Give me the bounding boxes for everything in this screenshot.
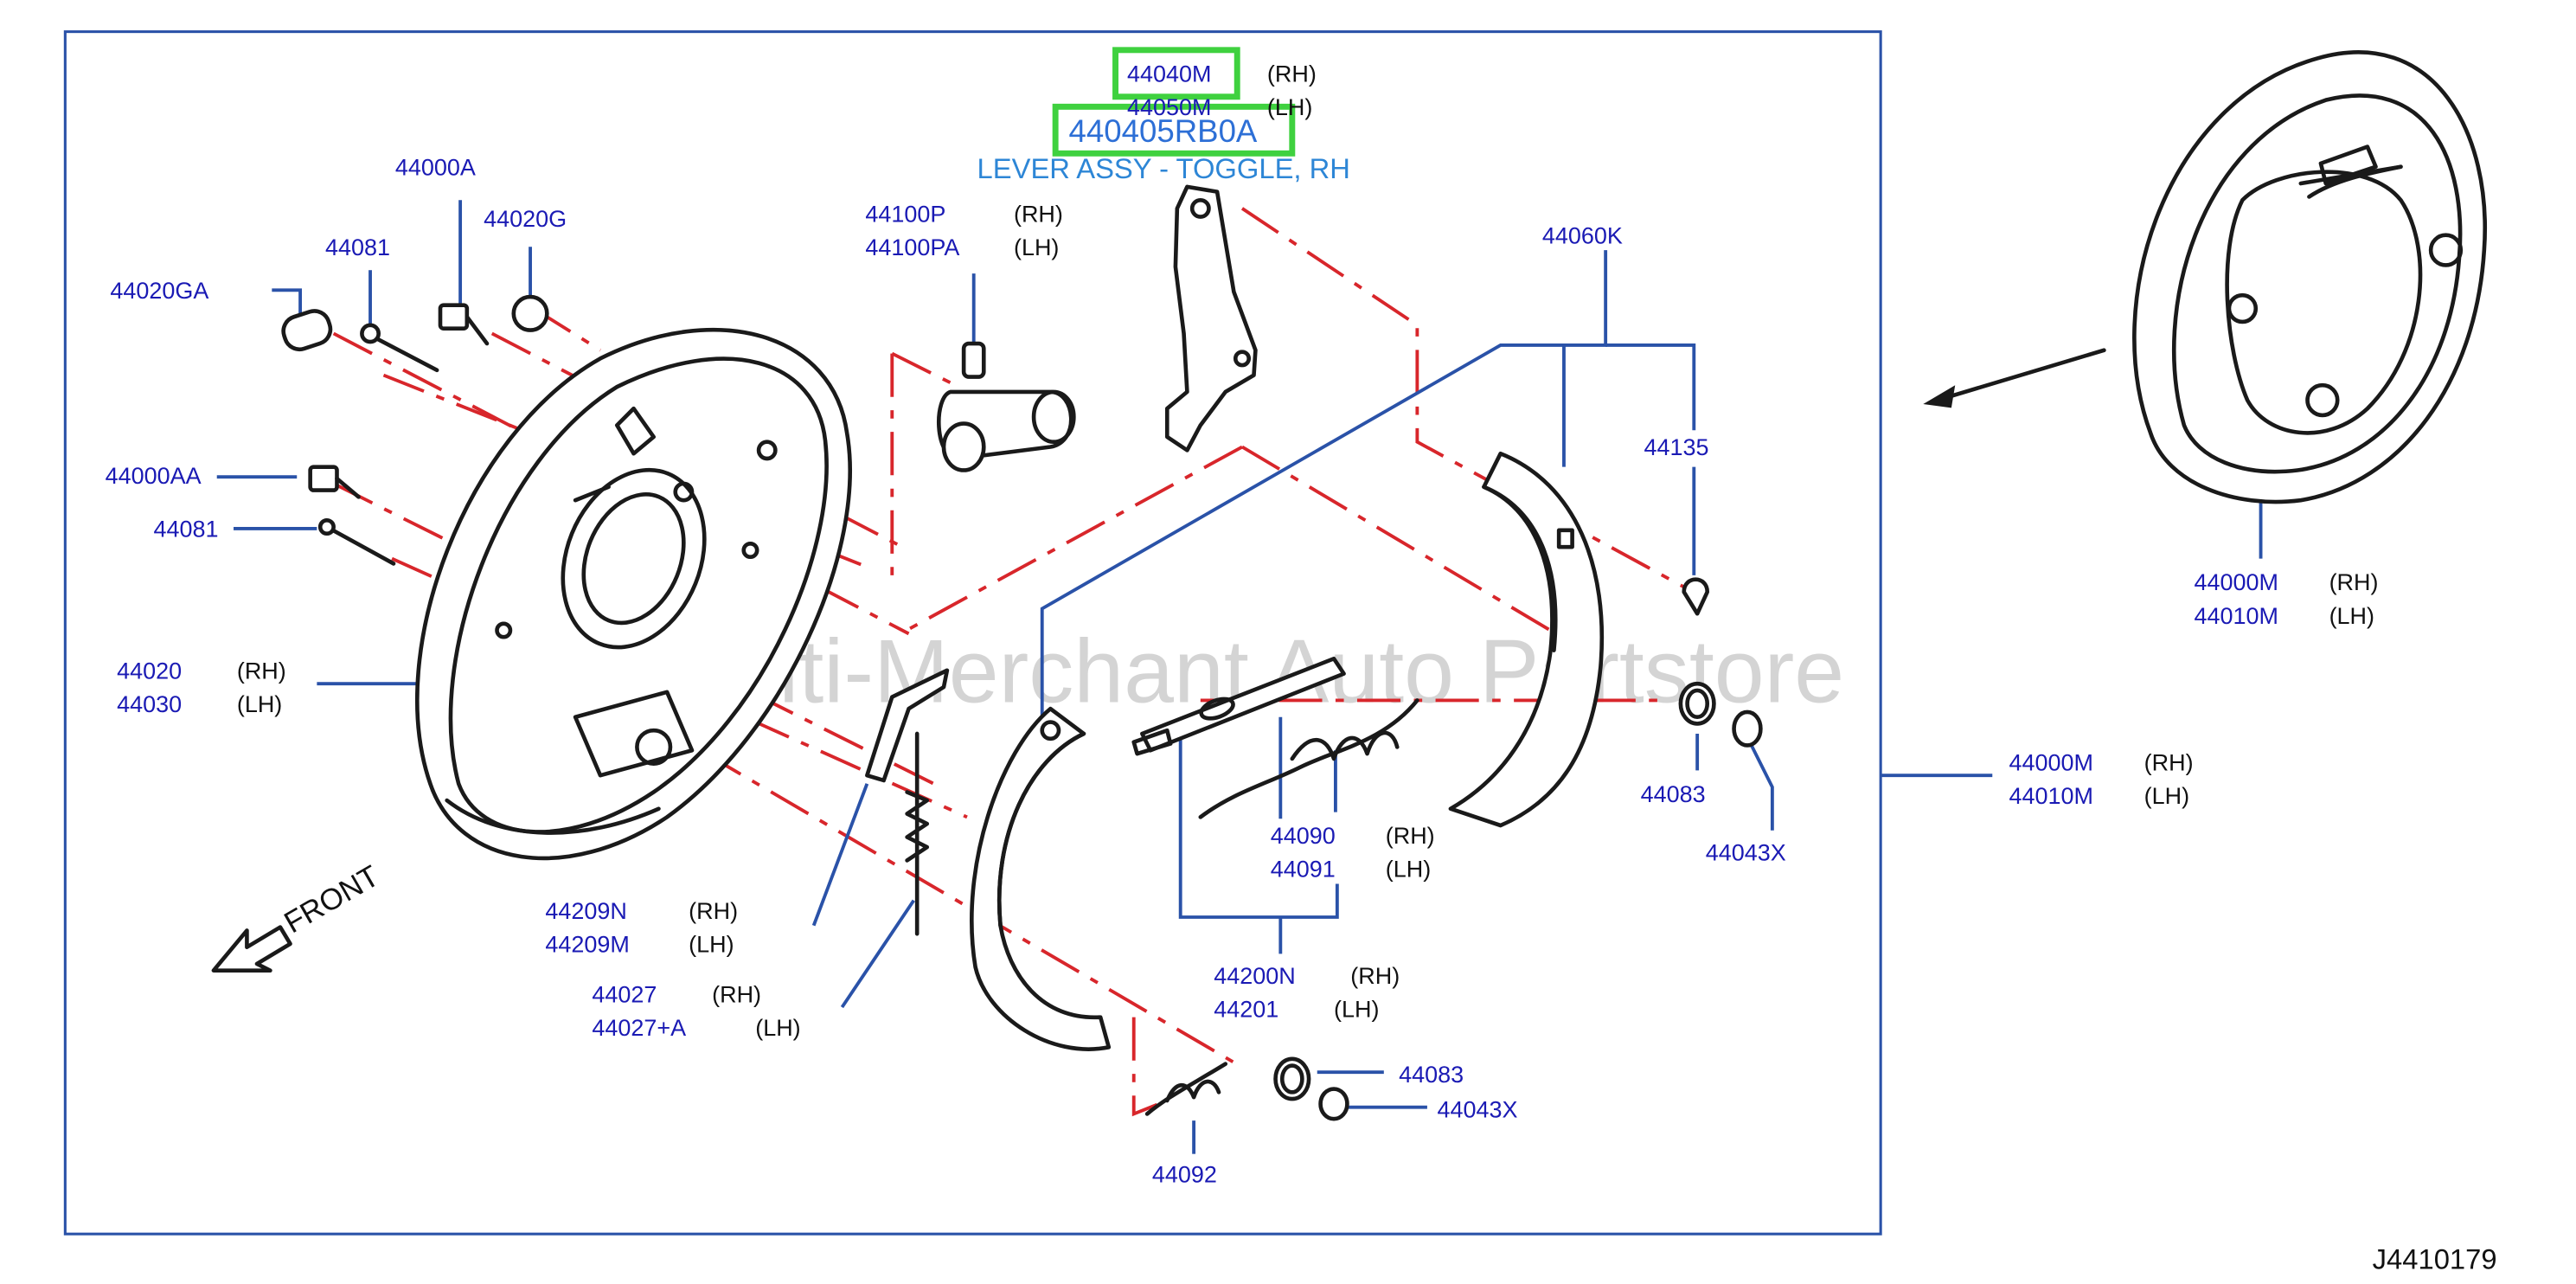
label-44043x-bottom[interactable]: 44043X — [1437, 1096, 1517, 1122]
side-44209m: (LH) — [689, 931, 734, 957]
side-44027: (RH) — [712, 981, 761, 1007]
label-44010m-main[interactable]: 44010M — [2009, 783, 2093, 809]
label-44010m-inset[interactable]: 44010M — [2194, 603, 2278, 629]
side-44100p: (RH) — [1014, 201, 1063, 227]
front-arrow: FRONT — [211, 860, 385, 973]
side-44050m: (LH) — [1267, 94, 1312, 120]
spring-44090 — [1198, 698, 1419, 819]
label-44083-right[interactable]: 44083 — [1641, 781, 1706, 807]
side-44000m-inset: (RH) — [2329, 569, 2379, 595]
highlight-box-44040m — [1112, 47, 1240, 100]
clip-44135 — [1682, 577, 1710, 616]
brake-shoe-right — [1448, 451, 1605, 828]
spring-44083-right — [1678, 681, 1716, 726]
side-44100pa: (LH) — [1014, 234, 1059, 260]
label-44209n[interactable]: 44209N — [545, 898, 626, 924]
label-44135[interactable]: 44135 — [1644, 434, 1708, 460]
wheel-cylinder — [936, 341, 1076, 472]
cap-44043x-right — [1732, 709, 1763, 748]
side-44040m: (RH) — [1267, 61, 1317, 87]
label-44027a[interactable]: 44027+A — [592, 1015, 686, 1041]
lever-44209 — [865, 668, 950, 783]
label-44091[interactable]: 44091 — [1271, 857, 1336, 883]
spring-44027 — [905, 731, 930, 936]
bolt-44000aa — [308, 465, 361, 499]
label-44209m[interactable]: 44209M — [545, 931, 629, 957]
toggle-lever — [1164, 184, 1258, 453]
side-44090: (RH) — [1386, 823, 1435, 849]
side-44201: (LH) — [1334, 997, 1379, 1023]
label-44083-bottom[interactable]: 44083 — [1399, 1062, 1464, 1088]
brake-shoe-left — [970, 706, 1112, 1051]
label-44100p[interactable]: 44100P — [865, 201, 945, 227]
side-44091: (LH) — [1386, 857, 1431, 883]
label-44081-top[interactable]: 44081 — [325, 234, 390, 260]
side-44010m-inset: (LH) — [2329, 603, 2374, 629]
label-44043x-right[interactable]: 44043X — [1706, 839, 1786, 865]
label-44020ga[interactable]: 44020GA — [110, 278, 208, 304]
part-labels[interactable]: 44040M (RH) 44050M (LH) 440405RB0A LEVER… — [106, 61, 2379, 1187]
side-44020: (RH) — [237, 658, 286, 684]
label-44100pa[interactable]: 44100PA — [865, 234, 959, 260]
label-44081-mid[interactable]: 44081 — [153, 517, 218, 542]
highlight-part-number[interactable]: 440405RB0A — [1069, 113, 1258, 149]
bolt-44081-top — [360, 323, 439, 373]
label-44000aa[interactable]: 44000AA — [106, 463, 202, 489]
backing-plate — [415, 327, 852, 861]
label-44000m-main[interactable]: 44000M — [2009, 749, 2093, 775]
side-44030: (LH) — [237, 691, 282, 717]
side-44200n: (RH) — [1350, 963, 1400, 989]
label-44040m[interactable]: 44040M — [1127, 61, 1211, 87]
inset-assembly — [2132, 50, 2487, 504]
highlight-description: LEVER ASSY - TOGGLE, RH — [977, 152, 1350, 184]
adjuster — [1131, 656, 1346, 756]
diagram-id: J4410179 — [2373, 1243, 2497, 1275]
label-44050m[interactable]: 44050M — [1127, 94, 1211, 120]
label-44020g[interactable]: 44020G — [484, 206, 567, 232]
spring-44083-bottom — [1273, 1056, 1311, 1101]
label-44092[interactable]: 44092 — [1152, 1161, 1217, 1187]
cap-44020g — [511, 294, 549, 332]
front-label: FRONT — [279, 860, 384, 941]
cap-44043x-bottom — [1318, 1087, 1349, 1121]
leader-lines — [216, 200, 2263, 1154]
label-44000m-inset[interactable]: 44000M — [2194, 569, 2278, 595]
label-44090[interactable]: 44090 — [1271, 823, 1336, 849]
label-44060k[interactable]: 44060K — [1542, 222, 1623, 248]
bolt-44000a — [438, 303, 490, 346]
inset-pointer-arrow — [1923, 348, 2106, 408]
highlight-box-part-number — [1052, 103, 1296, 157]
spring-44092 — [1144, 1062, 1228, 1116]
label-44020[interactable]: 44020 — [117, 658, 182, 684]
side-44209n: (RH) — [689, 898, 738, 924]
diagram-frame — [63, 30, 1882, 1236]
label-44000a[interactable]: 44000A — [395, 154, 476, 180]
label-44030[interactable]: 44030 — [117, 691, 182, 717]
side-44000m-main: (RH) — [2144, 749, 2194, 775]
plug-44020ga — [281, 309, 333, 352]
label-44027[interactable]: 44027 — [592, 981, 657, 1007]
label-44200n[interactable]: 44200N — [1214, 963, 1295, 989]
side-44027a: (LH) — [755, 1015, 800, 1041]
bolt-44081-mid — [317, 517, 396, 566]
label-44201[interactable]: 44201 — [1214, 997, 1278, 1023]
side-44010m-main: (LH) — [2144, 783, 2189, 809]
